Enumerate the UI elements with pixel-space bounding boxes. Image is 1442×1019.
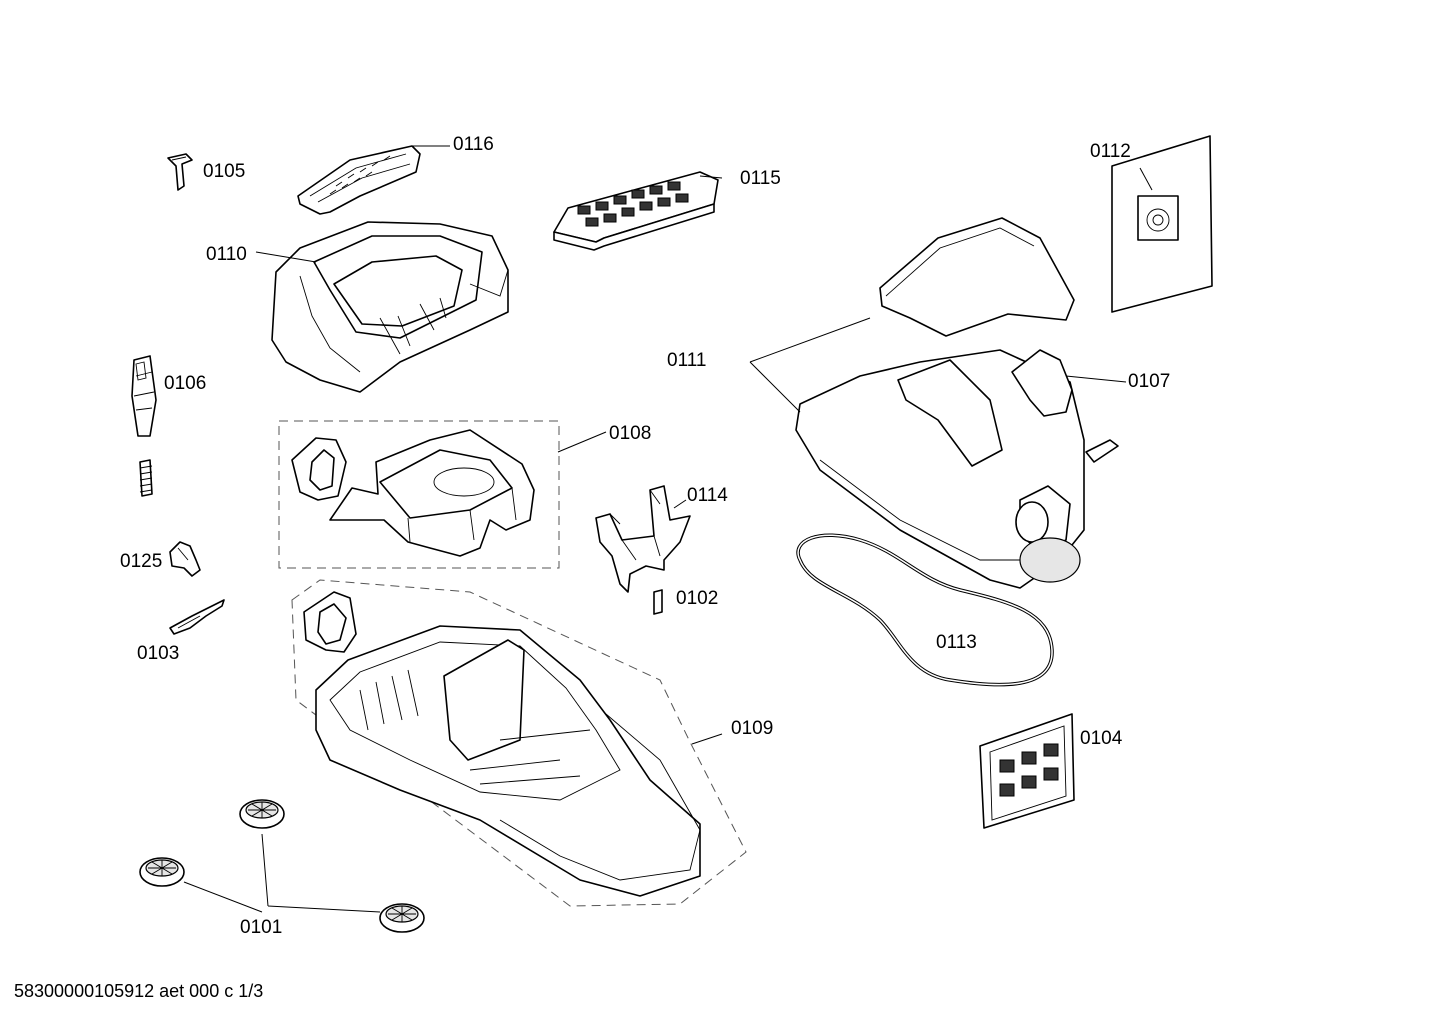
label-0112: 0112 — [1090, 141, 1131, 162]
part-0113-drawing — [796, 533, 1054, 687]
label-0114: 0114 — [687, 485, 728, 506]
part-0116-drawing — [297, 145, 450, 215]
part-0104-drawing — [979, 713, 1075, 829]
label-0101: 0101 — [240, 917, 283, 938]
part-0103-drawing — [169, 599, 225, 635]
part-0115-drawing — [553, 171, 723, 251]
label-0109: 0109 — [731, 718, 774, 739]
label-0106: 0106 — [164, 373, 207, 394]
label-0113: 0113 — [936, 632, 977, 653]
part-0109-group — [291, 579, 747, 907]
part-0125-drawing — [169, 541, 201, 577]
label-0103: 0103 — [137, 643, 180, 664]
label-0111: 0111 — [667, 350, 707, 371]
label-0108: 0108 — [609, 423, 652, 444]
document-reference: 58300000105912 aet 000 c 1/3 — [14, 981, 264, 1001]
part-0114-drawing — [595, 485, 691, 615]
label-0105: 0105 — [203, 161, 246, 182]
part-0108-group — [278, 420, 607, 569]
part-0110-drawing — [255, 221, 509, 393]
part-0112-drawing — [1111, 135, 1213, 313]
label-0110: 0110 — [206, 244, 247, 265]
part-0105-drawing — [167, 153, 193, 191]
label-0104: 0104 — [1080, 728, 1123, 749]
part-0101-drawing — [139, 799, 425, 933]
part-0111-drawing — [749, 217, 1127, 589]
part-0106-drawing — [131, 355, 157, 497]
label-0102: 0102 — [676, 588, 719, 609]
label-0116: 0116 — [453, 134, 494, 155]
label-0115: 0115 — [740, 168, 781, 189]
label-0125: 0125 — [120, 551, 163, 572]
label-0107: 0107 — [1128, 371, 1171, 392]
